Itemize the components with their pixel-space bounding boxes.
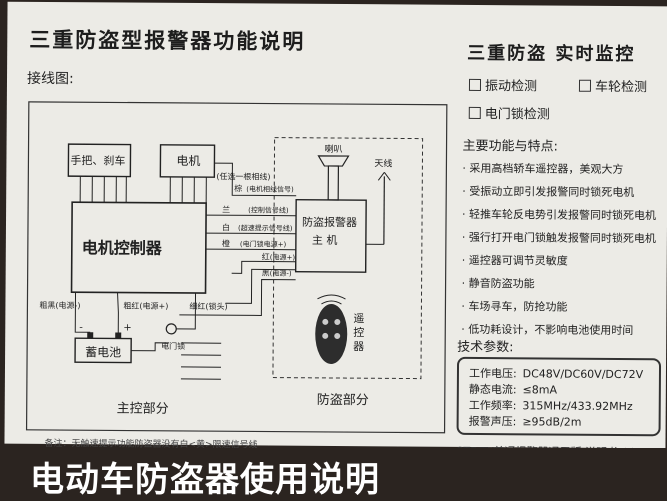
checkbox-square-icon <box>469 106 481 118</box>
thick-black-label: 粗黑(电源-) <box>39 300 80 310</box>
tech-params-box: 工作电压:DC48V/DC60V/DC72V 静态电流:≤8mA 工作频率:31… <box>457 357 662 436</box>
handlebar-brake-label: 手把、刹车 <box>70 153 125 167</box>
check-vibration: 振动检测 <box>469 75 537 94</box>
feature-item: · 车场寻车，防抢功能 <box>461 295 666 319</box>
tech-row: 工作电压:DC48V/DC60V/DC72V <box>469 365 643 382</box>
banner-caption: 电动车防盗器使用说明 <box>30 452 380 501</box>
feature-item: · 静音防盗功能 <box>462 272 667 296</box>
wire-white-label: 白 <box>222 222 230 232</box>
features-list: · 采用高档轿车遥控器，美观大方 · 受振动立即引发报警同时锁死电机 · 轻推车… <box>461 157 667 342</box>
remote-label-3: 器 <box>353 340 364 353</box>
battery-minus: - <box>79 322 83 333</box>
check-label: 电门锁检测 <box>485 103 550 122</box>
choose-one-label: (任选一根相线) <box>216 171 270 181</box>
diagram-frame <box>27 102 447 433</box>
check-label: 车轮检测 <box>595 76 647 95</box>
tech-title: 技术参数: <box>457 336 514 355</box>
bottom-arrows <box>181 343 221 379</box>
wire-blue-label: 兰 <box>222 204 230 214</box>
motor-arrows <box>170 177 206 203</box>
features-title: 主要功能与特点: <box>462 135 558 155</box>
ignition-lock-label: 电门锁 <box>161 341 185 351</box>
anti-theft-label: 防盗部分 <box>317 392 369 408</box>
tech-row: 报警声压:≥95dB/2m <box>469 413 582 430</box>
tech-row: 工作频率:315MHz/433.92MHz <box>469 397 633 414</box>
horn-label: 喇叭 <box>324 143 342 155</box>
wire-black-label: 黑 <box>262 268 270 277</box>
antenna-label: 天线 <box>374 157 392 169</box>
checkbox-square-icon <box>469 78 481 90</box>
feature-item: · 遥控器可调节灵敏度 <box>462 249 667 273</box>
wire-brown-desc: (电机相线信号) <box>246 184 294 193</box>
checkbox-square-icon <box>579 79 591 91</box>
tech-row: 静态电流:≤8mA <box>469 381 557 398</box>
feature-item: · 轻推车轮反电势引发报警同时锁死电机 <box>462 203 667 227</box>
instruction-sheet: 三重防盗型报警器功能说明 接线图: <box>4 2 667 449</box>
check-label: 振动检测 <box>485 75 537 94</box>
remote-control-shape <box>315 304 347 364</box>
battery-plus: + <box>123 323 131 334</box>
horn-shape <box>318 156 348 166</box>
feature-item: · 采用高档轿车遥控器，美观大方 <box>462 157 667 181</box>
wire-orange-label: 橙 <box>222 238 230 248</box>
wire-black-desc: (电源-) <box>270 269 292 278</box>
ignition-lock-symbol <box>166 324 176 334</box>
wire-blue-desc: (控制信号线) <box>248 205 289 214</box>
wire-orange-desc: (电门锁电源+) <box>240 239 287 248</box>
wire-red-label: 红 <box>262 251 270 261</box>
alarm-host-label-2: 主 机 <box>312 233 338 247</box>
handlebar-arrows <box>80 176 126 202</box>
remote-label-1: 遥 <box>353 312 364 325</box>
right-heading: 三重防盗 实时监控 <box>467 39 635 66</box>
motor-controller-label: 电机控制器 <box>82 238 163 258</box>
battery-label: 蓄电池 <box>85 345 121 359</box>
check-ignition: 电门锁检测 <box>469 103 550 123</box>
remote-label-2: 控 <box>353 325 364 339</box>
wire-red-desc: (电源+) <box>270 253 296 262</box>
alarm-host-label-1: 防盗报警器 <box>302 215 357 229</box>
wire-brown-label: 棕 <box>234 183 242 193</box>
check-wheel: 车轮检测 <box>579 76 647 95</box>
thick-red-label: 粗红(电源+) <box>123 301 168 311</box>
main-control-label: 主控部分 <box>117 401 169 416</box>
wire-white-desc: (超速提示信号线) <box>238 223 293 232</box>
thin-red-label: 细红(锁头) <box>189 301 227 311</box>
motor-label: 电机 <box>176 154 200 168</box>
feature-item: · 受振动立即引发报警同时锁死电机 <box>462 180 667 204</box>
feature-item: · 强行打开电门锁触发报警同时锁死电机 <box>462 226 667 250</box>
